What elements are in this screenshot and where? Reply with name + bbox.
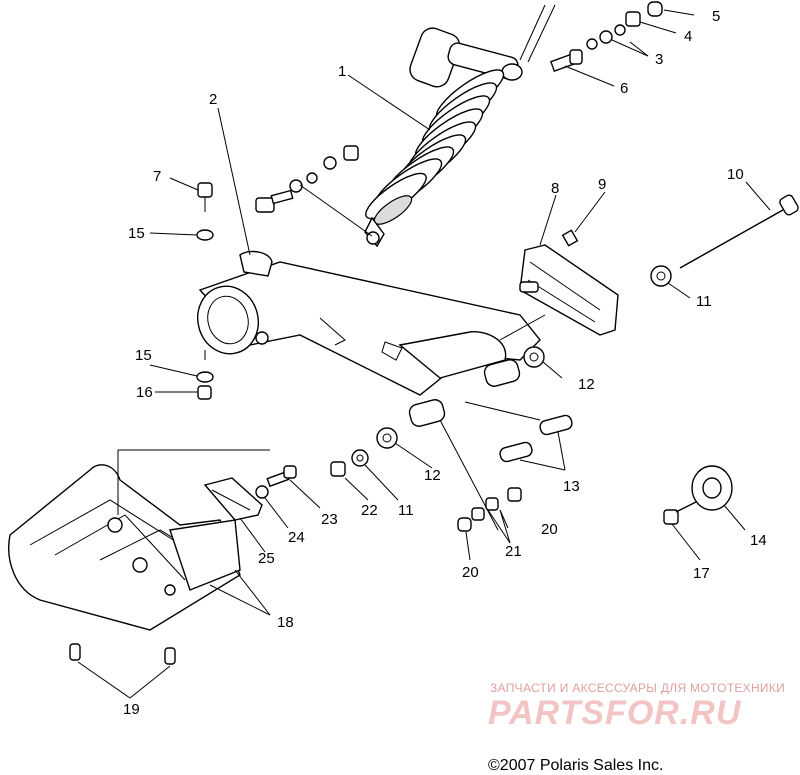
callout-11-bolt: 11	[696, 293, 712, 310]
callout-12-mid: 12	[424, 467, 441, 484]
callout-20-right: 20	[541, 521, 558, 538]
skid-plate	[8, 464, 241, 631]
callout-24: 24	[288, 529, 305, 546]
swing-arm	[197, 250, 541, 427]
callout-labels: 1 2 3 4 5 6 7 8 9 10 11 11 11 12 12 12 1…	[123, 8, 767, 718]
callout-15-bottom: 15	[135, 347, 152, 364]
callout-8: 8	[551, 180, 559, 197]
nuts-20-21	[457, 487, 522, 532]
shock-spring	[365, 69, 505, 225]
callout-7: 7	[153, 168, 161, 185]
callout-18: 18	[277, 614, 294, 631]
callout-13: 13	[563, 478, 580, 495]
callout-23: 23	[321, 511, 338, 528]
bracket	[519, 229, 619, 336]
callout-25: 25	[258, 550, 275, 567]
callout-15-top: 15	[128, 225, 145, 242]
bracket-25	[203, 465, 297, 521]
callout-6: 6	[620, 80, 628, 97]
pins	[69, 643, 176, 665]
callout-1: 1	[338, 63, 346, 80]
callout-21: 21	[505, 543, 522, 560]
long-bolt	[650, 194, 799, 287]
callout-5: 5	[712, 8, 720, 25]
copyright-notice: ©2007 Polaris Sales Inc.	[488, 757, 664, 774]
bushings	[499, 414, 573, 463]
shock-top-hardware	[549, 1, 663, 73]
callout-17: 17	[693, 565, 710, 582]
callout-20-bottom: 20	[462, 564, 479, 581]
shock-lower-hardware	[255, 145, 373, 237]
callout-3: 3	[655, 51, 663, 68]
leader-lines	[77, 9, 771, 699]
watermark-tagline: ЗАПЧАСТИ И АКСЕССУАРЫ ДЛЯ МОТОТЕХНИКИ	[490, 681, 786, 695]
watermark-logo: PARTSFOR.RU	[488, 694, 742, 732]
callout-22: 22	[361, 502, 378, 519]
callout-4: 4	[684, 28, 692, 45]
callout-10: 10	[727, 166, 744, 183]
callout-2: 2	[209, 91, 217, 108]
washers	[330, 346, 545, 477]
callout-12-right: 12	[578, 376, 595, 393]
callout-11-mid: 11	[398, 502, 414, 519]
callout-19: 19	[123, 701, 140, 718]
callout-16: 16	[136, 384, 153, 401]
callout-14: 14	[750, 532, 767, 549]
roller	[663, 465, 733, 525]
left-fasteners	[196, 182, 214, 400]
shock-absorber	[364, 4, 556, 248]
callout-9: 9	[598, 176, 606, 193]
